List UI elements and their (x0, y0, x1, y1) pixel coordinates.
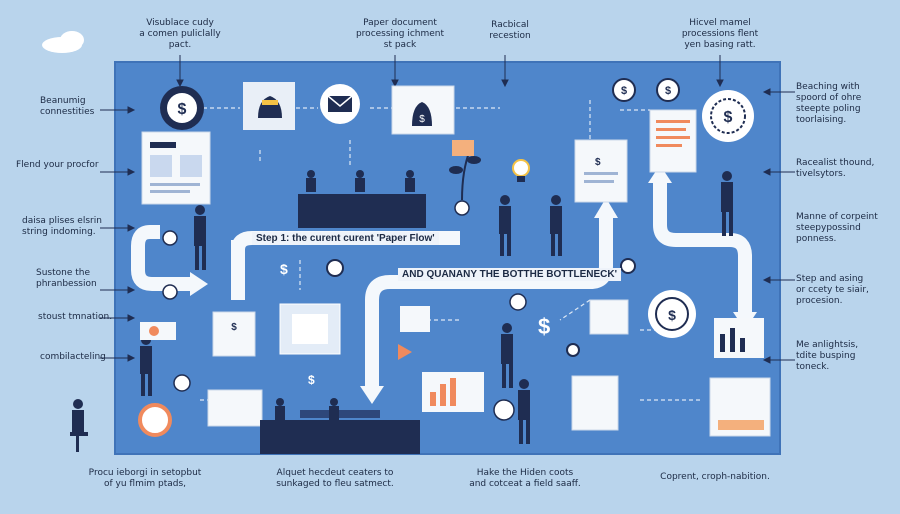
top-label-4: Hicvel mamel processions flent yen basin… (681, 18, 759, 50)
bar-chart-icon (422, 318, 764, 412)
left-label-3: daisa plises elsrin string indoming. (22, 216, 102, 237)
orange-markers (140, 322, 412, 360)
left-label-6: combilacteling (40, 352, 106, 362)
svg-text:$: $ (280, 261, 288, 277)
step1-caption: Step 1: the curent curent 'Paper Flow' (252, 232, 439, 245)
bottom-label-1: Procu ieborgi in setopbut of yu flmim pt… (88, 468, 202, 489)
top-label-3: Racbical recestion (489, 20, 531, 41)
top-label-1: Visublace cudy a comen puliclally pact. (139, 18, 221, 50)
svg-text:$: $ (595, 157, 601, 168)
target-icon: $ (138, 290, 696, 437)
svg-text:$: $ (308, 373, 315, 387)
document-icon: $ (391, 85, 455, 135)
money-bag-icon (243, 82, 295, 130)
right-label-2: Racealist thound, tivelsytors. (796, 158, 875, 179)
bottom-label-3: Hake the Hiden coots and cotceat a field… (469, 468, 581, 489)
person-icon (70, 170, 733, 452)
step2-caption: AND QUANANY THE BOTTHE BOTTLENECK' (398, 268, 621, 281)
clock-icon (326, 258, 636, 357)
svg-text:$: $ (665, 85, 671, 97)
right-label-5: Me anlightsis, tdite busping toneck. (796, 340, 859, 372)
dollar-symbols: $ $ $ (280, 261, 550, 387)
left-label-1: Beanumig connestities (40, 96, 95, 117)
svg-text:$: $ (724, 109, 733, 126)
top-label-2: Paper document processing ichment st pac… (355, 18, 445, 50)
left-label-4: Sustone the phranbession (36, 268, 97, 289)
small-coins (162, 200, 527, 421)
dollar-gear-icon: $ (160, 86, 204, 130)
dollar-badge-icon: $ (702, 90, 754, 142)
right-label-1: Beaching with spoord of ohre steepte pol… (796, 82, 862, 125)
svg-text:$: $ (178, 101, 187, 118)
desk-icon (260, 194, 426, 454)
lightbulb-icon (512, 159, 530, 182)
left-label-2: Flend your procfor (16, 160, 99, 170)
plant-icon (449, 140, 481, 201)
svg-text:$: $ (668, 307, 676, 323)
svg-text:$: $ (419, 114, 425, 125)
dollar-coin-icon: $ $ (612, 78, 680, 102)
outer-arrows (100, 55, 795, 364)
svg-text:$: $ (231, 322, 237, 333)
left-label-5: stoust tmnation. (38, 312, 113, 322)
svg-text:$: $ (538, 314, 550, 339)
envelope-money-icon (320, 84, 360, 124)
right-label-4: Step and asing or ccety te siair, proces… (796, 274, 869, 306)
svg-text:$: $ (621, 85, 627, 97)
right-label-3: Manne of corpeint steepypossind ponness. (796, 212, 878, 244)
bottom-label-4: Coprent, croph-nabition. (660, 472, 770, 482)
stack-of-papers-icon: $ $ (141, 109, 771, 437)
bottom-label-2: Alquet hecdeut ceaters to sunkaged to fl… (276, 468, 394, 489)
